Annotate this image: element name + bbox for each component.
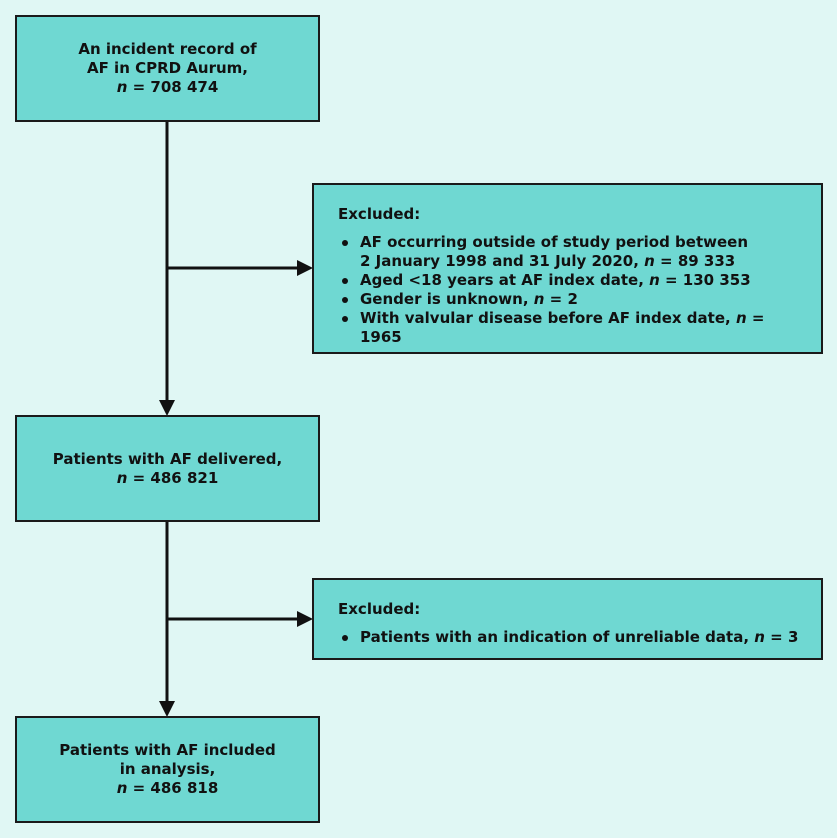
n-value: = 486 818	[127, 779, 219, 797]
excluded-2-item-unreliable: Patients with an indication of unreliabl…	[338, 628, 801, 647]
box-incident-record-line2: AF in CPRD Aurum,	[86, 59, 249, 77]
box-excluded-1: Excluded: AF occurring outside of study …	[312, 183, 823, 354]
n-value: = 89 333	[654, 252, 736, 270]
arrowhead-right-2	[297, 611, 313, 627]
excluded-2-list: Patients with an indication of unreliabl…	[338, 628, 801, 647]
item-text: Gender is unknown,	[360, 290, 534, 308]
item-text: With valvular disease before AF index da…	[360, 309, 736, 327]
item-text: Patients with an indication of unreliabl…	[360, 628, 755, 646]
item-text: 2 January 1998 and 31 July 2020,	[360, 252, 645, 270]
n-value: = 3	[764, 628, 799, 646]
n-label: n	[116, 779, 128, 797]
arrowhead-down-2	[159, 701, 175, 717]
excluded-1-item-gender: Gender is unknown, n = 2	[338, 290, 801, 309]
n-value: = 2	[544, 290, 578, 308]
n-value: = 1965	[360, 309, 765, 346]
box-patients-included: Patients with AF included in analysis, n…	[15, 716, 320, 823]
n-label: n	[754, 628, 765, 646]
arrowhead-down-1	[159, 400, 175, 416]
excluded-1-item-valvular: With valvular disease before AF index da…	[338, 309, 801, 347]
excluded-1-item-study-period-line1: AF occurring outside of study period bet…	[360, 233, 749, 251]
excluded-1-item-age: Aged <18 years at AF index date, n = 130…	[338, 271, 801, 290]
n-label: n	[116, 468, 128, 487]
box-patients-included-count: n = 486 818	[117, 779, 219, 798]
n-label: n	[533, 290, 545, 308]
n-value: = 130 353	[659, 271, 751, 289]
box-excluded-2: Excluded: Patients with an indication of…	[312, 578, 823, 660]
excluded-1-list: AF occurring outside of study period bet…	[338, 233, 801, 347]
excluded-1-item-study-period: AF occurring outside of study period bet…	[338, 233, 801, 271]
n-label: n	[735, 309, 747, 327]
arrowhead-right-1	[297, 260, 313, 276]
excluded-1-item-study-period-line2: 2 January 1998 and 31 July 2020, n = 89 …	[360, 252, 801, 271]
box-patients-included-line1: Patients with AF included	[59, 741, 276, 759]
box-patients-delivered-line1: Patients with AF delivered,	[52, 449, 283, 468]
n-label: n	[649, 271, 660, 289]
box-patients-included-line2: in analysis,	[119, 760, 216, 778]
excluded-2-title: Excluded:	[338, 600, 421, 618]
box-incident-record-count: n = 708 474	[117, 78, 219, 97]
item-text: Aged <18 years at AF index date,	[360, 271, 650, 289]
box-incident-record-line1: An incident record of	[78, 40, 257, 58]
n-value: = 486 821	[127, 468, 219, 487]
n-label: n	[644, 252, 655, 270]
box-incident-record: An incident record of AF in CPRD Aurum, …	[15, 15, 320, 122]
excluded-1-title: Excluded:	[338, 205, 421, 223]
box-patients-delivered: Patients with AF delivered, n = 486 821	[15, 415, 320, 522]
n-label: n	[116, 78, 128, 96]
box-patients-delivered-count: n = 486 821	[117, 469, 219, 488]
n-value: = 708 474	[127, 78, 219, 96]
